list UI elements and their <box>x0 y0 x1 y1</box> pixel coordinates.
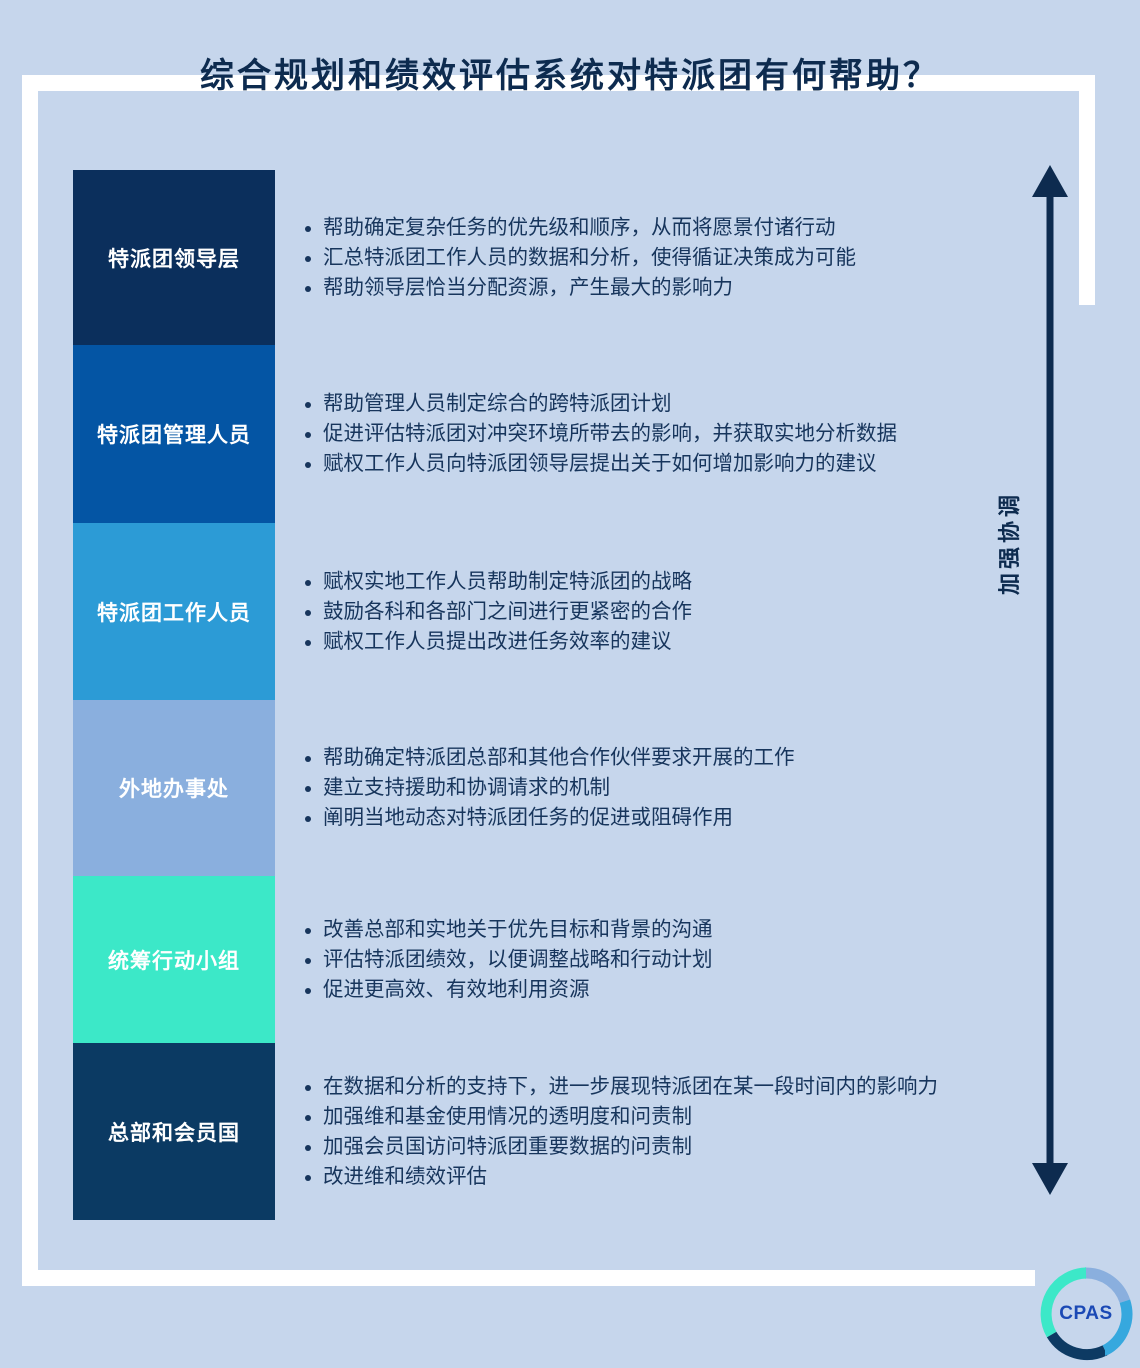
benefit-item: 汇总特派团工作人员的数据和分析，使得循证决策成为可能 <box>303 243 856 273</box>
category-row: 统筹行动小组改善总部和实地关于优先目标和背景的沟通评估特派团绩效，以便调整战略和… <box>73 876 1033 1043</box>
category-label: 外地办事处 <box>73 700 275 876</box>
benefit-item: 赋权工作人员向特派团领导层提出关于如何增加影响力的建议 <box>303 449 897 479</box>
category-row: 总部和会员国在数据和分析的支持下，进一步展现特派团在某一段时间内的影响力加强维和… <box>73 1043 1033 1220</box>
benefit-item: 在数据和分析的支持下，进一步展现特派团在某一段时间内的影响力 <box>303 1072 938 1102</box>
category-benefits: 在数据和分析的支持下，进一步展现特派团在某一段时间内的影响力加强维和基金使用情况… <box>275 1043 1033 1220</box>
benefit-item: 鼓励各科和各部门之间进行更紧密的合作 <box>303 597 692 627</box>
benefit-item: 改善总部和实地关于优先目标和背景的沟通 <box>303 915 713 945</box>
benefit-list: 帮助确定特派团总部和其他合作伙伴要求开展的工作建立支持援助和协调请求的机制阐明当… <box>303 743 795 833</box>
benefit-list: 赋权实地工作人员帮助制定特派团的战略鼓励各科和各部门之间进行更紧密的合作赋权工作… <box>303 567 692 657</box>
category-benefits: 赋权实地工作人员帮助制定特派团的战略鼓励各科和各部门之间进行更紧密的合作赋权工作… <box>275 523 1033 700</box>
frame-right-bar <box>1079 75 1095 305</box>
benefit-item: 促进评估特派团对冲突环境所带去的影响，并获取实地分析数据 <box>303 419 897 449</box>
benefit-item: 促进更高效、有效地利用资源 <box>303 975 713 1005</box>
category-rows: 特派团领导层帮助确定复杂任务的优先级和顺序，从而将愿景付诸行动汇总特派团工作人员… <box>73 170 1033 1220</box>
benefit-item: 帮助管理人员制定综合的跨特派团计划 <box>303 389 897 419</box>
category-label: 总部和会员国 <box>73 1043 275 1220</box>
category-row: 外地办事处帮助确定特派团总部和其他合作伙伴要求开展的工作建立支持援助和协调请求的… <box>73 700 1033 876</box>
page-title: 综合规划和绩效评估系统对特派团有何帮助？ <box>200 57 940 95</box>
category-label: 特派团领导层 <box>73 170 275 345</box>
benefit-item: 赋权实地工作人员帮助制定特派团的战略 <box>303 567 692 597</box>
coordination-arrow-label: 加强协调 <box>997 490 1022 595</box>
frame-top-bar <box>22 75 1095 91</box>
category-row: 特派团管理人员帮助管理人员制定综合的跨特派团计划促进评估特派团对冲突环境所带去的… <box>73 345 1033 523</box>
benefit-item: 改进维和绩效评估 <box>303 1162 938 1192</box>
benefit-item: 加强维和基金使用情况的透明度和问责制 <box>303 1102 938 1132</box>
benefit-item: 帮助领导层恰当分配资源，产生最大的影响力 <box>303 273 856 303</box>
category-benefits: 帮助管理人员制定综合的跨特派团计划促进评估特派团对冲突环境所带去的影响，并获取实… <box>275 345 1033 523</box>
category-label: 统筹行动小组 <box>73 876 275 1043</box>
benefit-item: 帮助确定复杂任务的优先级和顺序，从而将愿景付诸行动 <box>303 213 856 243</box>
cpas-ring-icon <box>1040 1267 1133 1361</box>
benefit-item: 建立支持援助和协调请求的机制 <box>303 773 795 803</box>
benefit-list: 在数据和分析的支持下，进一步展现特派团在某一段时间内的影响力加强维和基金使用情况… <box>303 1072 938 1192</box>
category-benefits: 帮助确定特派团总部和其他合作伙伴要求开展的工作建立支持援助和协调请求的机制阐明当… <box>275 700 1033 876</box>
coordination-arrow <box>1030 165 1070 1195</box>
category-label: 特派团管理人员 <box>73 345 275 523</box>
benefit-item: 评估特派团绩效，以便调整战略和行动计划 <box>303 945 713 975</box>
category-label: 特派团工作人员 <box>73 523 275 700</box>
cpas-logo: CPAS <box>1037 1265 1135 1363</box>
benefit-list: 帮助管理人员制定综合的跨特派团计划促进评估特派团对冲突环境所带去的影响，并获取实… <box>303 389 897 479</box>
benefit-item: 阐明当地动态对特派团任务的促进或阻碍作用 <box>303 803 795 833</box>
category-benefits: 帮助确定复杂任务的优先级和顺序，从而将愿景付诸行动汇总特派团工作人员的数据和分析… <box>275 170 1033 345</box>
benefit-list: 改善总部和实地关于优先目标和背景的沟通评估特派团绩效，以便调整战略和行动计划促进… <box>303 915 713 1005</box>
benefit-list: 帮助确定复杂任务的优先级和顺序，从而将愿景付诸行动汇总特派团工作人员的数据和分析… <box>303 213 856 303</box>
category-benefits: 改善总部和实地关于优先目标和背景的沟通评估特派团绩效，以便调整战略和行动计划促进… <box>275 876 1033 1043</box>
frame-left-bar <box>22 75 38 1286</box>
benefit-item: 赋权工作人员提出改进任务效率的建议 <box>303 627 692 657</box>
double-arrow-icon <box>1032 165 1068 1195</box>
benefit-item: 加强会员国访问特派团重要数据的问责制 <box>303 1132 938 1162</box>
category-row: 特派团领导层帮助确定复杂任务的优先级和顺序，从而将愿景付诸行动汇总特派团工作人员… <box>73 170 1033 345</box>
benefit-item: 帮助确定特派团总部和其他合作伙伴要求开展的工作 <box>303 743 795 773</box>
frame-bottom-bar <box>22 1270 1035 1286</box>
category-row: 特派团工作人员赋权实地工作人员帮助制定特派团的战略鼓励各科和各部门之间进行更紧密… <box>73 523 1033 700</box>
